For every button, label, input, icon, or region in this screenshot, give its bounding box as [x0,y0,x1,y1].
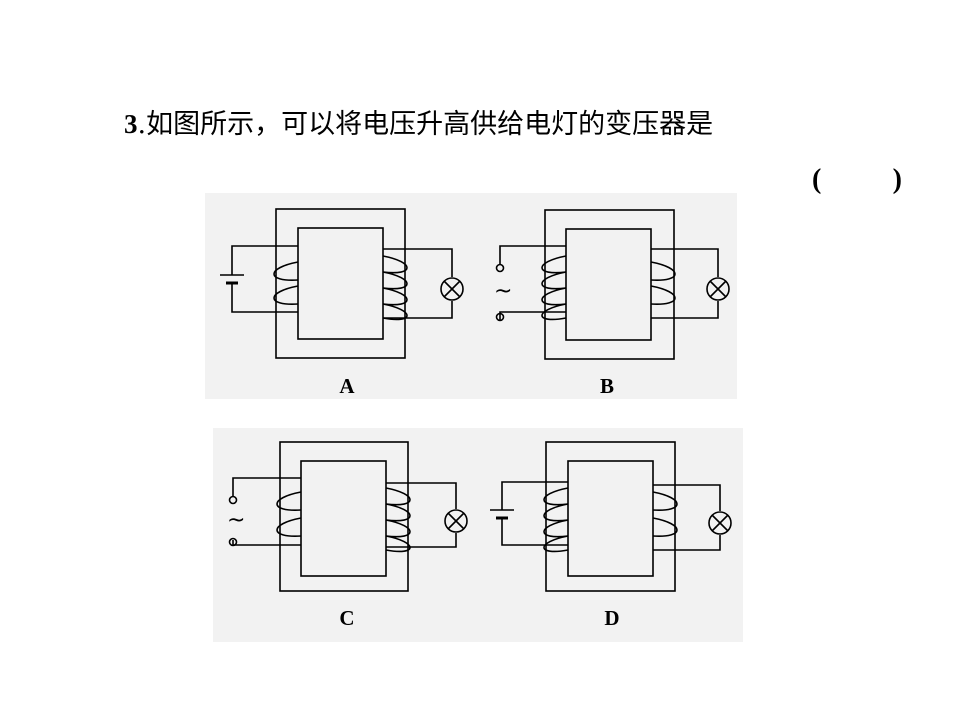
transformer-a [220,208,464,359]
secondary-coil-a [382,255,408,321]
answer-close-paren: ) [892,164,902,195]
lamp-b [706,277,730,301]
core-window-a [297,227,384,340]
secondary-wire-c-bottom [386,533,457,548]
secondary-coil-d [652,491,678,537]
ac-symbol-c: ~ [227,508,245,533]
question-number: 3 [124,109,138,139]
primary-coil-c [276,491,302,537]
secondary-coil-c [385,487,411,553]
ac-source-c [228,495,238,547]
transformer-c [228,441,468,592]
core-outer-d [545,441,676,592]
question-text: 如图所示，可以将电压升高供给电灯的变压器是 [146,109,714,140]
panel-b-bg [475,193,737,399]
primary-wire-b-bottom [499,311,566,320]
secondary-wire-d-bottom [653,535,721,551]
core-outer-c [279,441,409,592]
panel-d-bg [485,428,743,642]
question-separator: . [137,109,147,140]
primary-wire-a [231,245,298,275]
option-label-d: D [604,606,620,630]
battery-a [220,274,244,285]
primary-coil-d [543,487,569,553]
option-label-a: A [339,374,355,398]
core-outer-b [544,209,675,360]
lamp-d [708,511,732,535]
battery-d [490,509,514,520]
option-label-c: C [339,606,355,630]
question-stem: 3.如图所示，可以将电压升高供给电灯的变压器是 [124,104,713,145]
primary-coil-b [541,255,567,321]
transformer-d [490,441,732,592]
primary-coil-a [273,261,299,305]
core-window-b [565,228,652,341]
primary-wire-a-bottom [231,283,298,313]
secondary-wire-b-bottom [651,301,719,319]
primary-wire-c [232,477,301,496]
secondary-wire-c [386,482,457,509]
core-window-d [567,460,654,577]
secondary-wire-d [653,484,721,511]
transformer-b [495,209,730,360]
primary-wire-d-bottom [501,518,568,546]
secondary-coil-b [650,261,676,305]
core-window-c [300,460,387,577]
option-label-b: B [599,374,614,398]
primary-wire-b [499,245,566,264]
primary-wire-d [501,481,568,510]
primary-wire-c-bottom [232,540,301,546]
ac-source-b [495,263,505,322]
lamp-a [440,277,464,301]
panel-c-bg [213,428,485,642]
answer-blank: ( ) [812,164,902,196]
ac-symbol-b: ~ [494,279,512,304]
secondary-wire-a-bottom [383,301,453,319]
secondary-wire-b [651,248,719,277]
lamp-c [444,509,468,533]
core-outer-a [275,208,406,359]
secondary-wire-a [383,248,453,277]
answer-open-paren: ( [812,164,822,195]
